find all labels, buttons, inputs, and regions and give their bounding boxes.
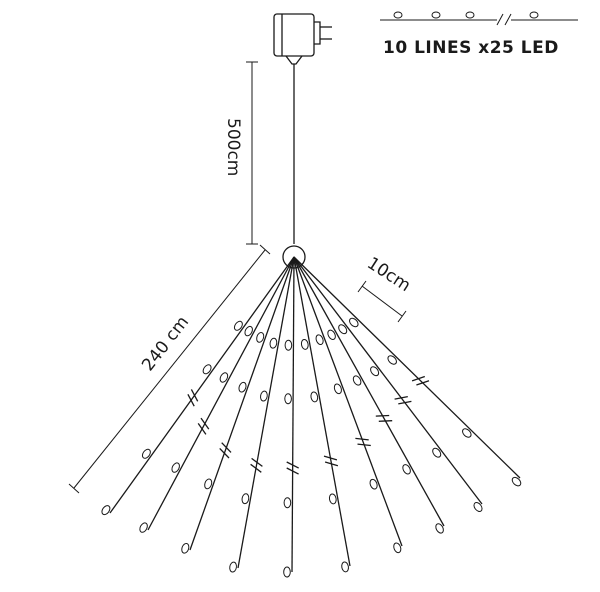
led-bulb-icon — [462, 428, 472, 438]
legend-break-mark — [496, 13, 512, 26]
break-mark — [375, 414, 390, 417]
led-bulb-icon — [315, 334, 324, 346]
break-mark — [416, 380, 430, 386]
led-bulb-icon — [529, 11, 539, 19]
light-branch — [293, 256, 483, 505]
light-branch — [293, 256, 445, 527]
break-mark — [219, 447, 230, 459]
led-bulb-icon — [283, 497, 292, 509]
led-bulb-icon — [229, 561, 237, 573]
break-mark — [187, 393, 195, 407]
power-adapter-icon — [273, 13, 332, 65]
light-branch — [293, 256, 403, 547]
break-mark — [250, 463, 262, 473]
led-bulb-icon — [171, 462, 180, 473]
light-branch — [147, 256, 295, 531]
led-bulb-icon — [202, 364, 212, 375]
led-bulb-icon — [370, 366, 380, 377]
break-mark — [411, 375, 426, 382]
light-branch — [293, 256, 351, 567]
led-bulb-icon — [260, 390, 268, 402]
break-mark — [286, 461, 299, 469]
break-mark — [324, 461, 339, 467]
led-bulb-icon — [435, 523, 444, 534]
break-mark — [286, 467, 299, 475]
break-mark — [398, 400, 412, 405]
hub-icon — [282, 245, 306, 269]
led-bulb-icon — [244, 325, 253, 337]
led-bulb-icon — [238, 381, 247, 393]
break-mark — [200, 417, 210, 430]
light-branch — [237, 256, 295, 569]
led-bulb-icon — [204, 478, 213, 490]
led-bulb-icon — [352, 375, 362, 386]
light-branch — [189, 256, 295, 551]
led-bulb-icon — [101, 505, 111, 516]
led-bulb-icon — [284, 339, 293, 351]
led-bulb-icon — [139, 522, 148, 533]
led-bulb-icon — [327, 329, 336, 340]
break-mark — [355, 437, 369, 441]
branch-length-dimension — [68, 244, 271, 494]
light-branch — [293, 256, 521, 479]
led-bulb-icon — [393, 11, 403, 19]
break-mark — [394, 395, 408, 400]
led-bulb-icon — [341, 561, 349, 573]
led-bulb-icon — [432, 447, 442, 458]
led-bulb-icon — [328, 493, 337, 505]
branch-length-label: 240 cm — [138, 313, 193, 376]
led-bulb-icon — [233, 320, 243, 331]
led-bulb-icon — [256, 332, 265, 343]
break-mark — [190, 389, 199, 402]
break-mark — [251, 457, 263, 467]
led-bulb-icon — [333, 383, 342, 395]
led-bulb-icon — [283, 566, 291, 578]
led-bulb-icon — [511, 476, 522, 487]
led-spacing-dimension — [357, 280, 407, 323]
break-mark — [378, 420, 393, 422]
led-bulb-icon — [300, 338, 309, 350]
led-bulb-icon — [431, 11, 441, 19]
legend-led-string — [380, 11, 578, 26]
led-bulb-icon — [349, 317, 359, 328]
break-mark — [221, 442, 232, 453]
led-bulb-icon — [284, 393, 292, 405]
led-bulb-icon — [338, 324, 348, 335]
led-bulb-icon — [465, 11, 475, 19]
led-bulb-icon — [393, 542, 402, 554]
led-bulb-icon — [269, 337, 278, 349]
led-spacing-label: 10cm — [363, 253, 414, 296]
led-bulb-icon — [241, 493, 250, 505]
led-bulb-icon — [219, 372, 229, 383]
led-bulb-icon — [310, 391, 319, 403]
break-mark — [323, 455, 338, 461]
led-bulb-icon — [402, 464, 411, 475]
break-mark — [197, 423, 207, 435]
cable-length-label: 500cm — [223, 118, 243, 176]
led-bulb-icon — [369, 478, 378, 490]
cable-length-dimension — [246, 61, 258, 245]
legend-label: 10 LINES x25 LED — [383, 38, 559, 58]
break-mark — [357, 443, 371, 447]
light-branch — [291, 256, 295, 573]
led-bulb-icon — [141, 448, 151, 459]
light-branch — [109, 256, 295, 514]
led-bulb-icon — [473, 502, 483, 512]
led-bulb-icon — [181, 542, 190, 554]
led-bulb-icon — [387, 355, 397, 365]
light-branches — [101, 256, 522, 578]
